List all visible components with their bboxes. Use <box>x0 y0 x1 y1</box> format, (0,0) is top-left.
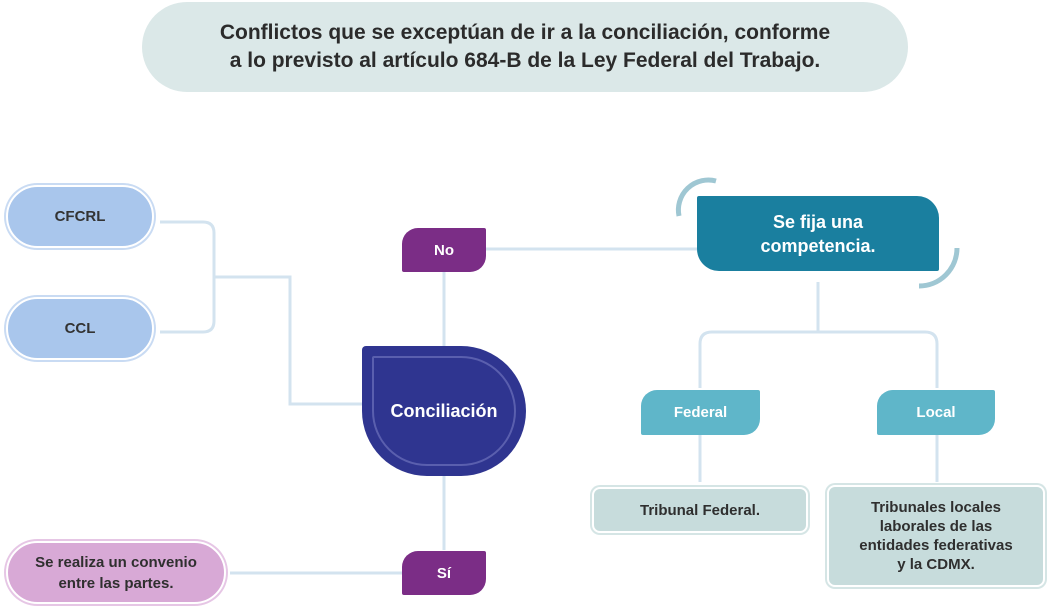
arc-bottom-right <box>918 247 960 289</box>
competencia-line-1: Se fija una <box>772 211 863 232</box>
convenio-line-1: Se realiza un convenio <box>35 553 197 571</box>
ccl-label: CCL <box>64 320 96 337</box>
title-line-1: Conflictos que se exceptúan de ir a la c… <box>219 21 831 44</box>
competencia-line-2: competencia. <box>760 235 876 256</box>
local-tag: Local <box>877 390 995 435</box>
conciliacion-node: Conciliación <box>362 346 526 476</box>
title-banner: Conflictos que se exceptúan de ir a la c… <box>142 2 908 92</box>
si-label: Sí <box>436 564 452 582</box>
federal-label: Federal <box>673 404 728 421</box>
tribunales-locales-line-4: y la CDMX. <box>897 556 975 573</box>
convenio-line-2: entre las partes. <box>58 574 174 592</box>
tribunal-federal-label: Tribunal Federal. <box>639 501 761 519</box>
tribunales-locales-line-2: laborales de las <box>879 518 993 535</box>
federal-tag: Federal <box>641 390 760 435</box>
title-line-2: a lo previsto al artículo 684-B de la Le… <box>229 49 821 72</box>
tribunales-locales-box: Tribunales locales laborales de las enti… <box>827 485 1045 587</box>
tribunales-locales-line-1: Tribunales locales <box>870 499 1002 516</box>
tribunales-locales-line-3: entidades federativas <box>859 537 1013 554</box>
competencia-node: Se fija una competencia. <box>697 196 939 271</box>
convenio-pill: Se realiza un convenio entre las partes. <box>6 541 226 604</box>
cfcrl-pill: CFCRL <box>6 185 154 248</box>
conciliacion-label: Conciliación <box>390 400 498 421</box>
ccl-pill: CCL <box>6 297 154 360</box>
arc-top-left <box>675 177 717 217</box>
no-label: No <box>434 241 454 259</box>
tribunal-federal-box: Tribunal Federal. <box>592 487 808 533</box>
si-tag: Sí <box>402 551 486 595</box>
local-label: Local <box>916 404 956 421</box>
left-bracket <box>160 220 216 334</box>
no-tag: No <box>402 228 486 272</box>
bracket-to-conciliacion <box>214 275 362 406</box>
competencia-split-line <box>698 330 939 388</box>
cfcrl-label: CFCRL <box>54 208 106 225</box>
